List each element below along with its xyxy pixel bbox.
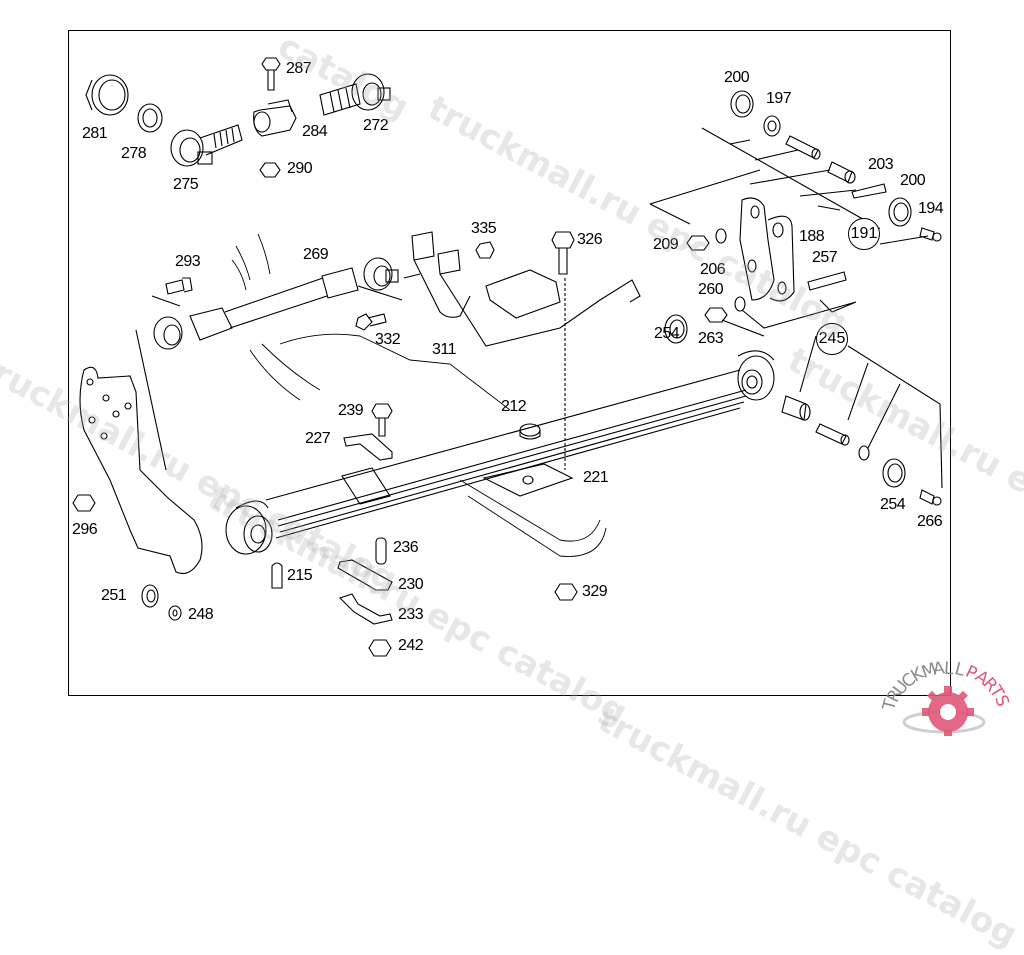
part-pin[interactable] — [785, 135, 821, 160]
part-242-nut[interactable] — [368, 639, 392, 657]
part-label-206[interactable]: 206 — [700, 261, 726, 278]
part-335-nut[interactable] — [475, 241, 495, 259]
part-227-clip[interactable] — [343, 433, 393, 461]
part-spring-bracket[interactable] — [79, 366, 203, 575]
part-263-nut[interactable] — [704, 307, 728, 323]
part-sleeve[interactable] — [827, 161, 856, 184]
part-221-plate[interactable] — [482, 463, 574, 497]
part-label-230[interactable]: 230 — [398, 576, 424, 593]
part-287-bolt[interactable] — [261, 57, 281, 91]
part-260-washer[interactable] — [734, 296, 746, 312]
part-194-fitting[interactable] — [919, 227, 942, 242]
part-329-nut[interactable] — [554, 583, 578, 601]
part-206-washer[interactable] — [715, 228, 727, 244]
group-label-191[interactable]: 191 — [848, 218, 880, 250]
part-326-bolt[interactable] — [551, 231, 575, 275]
part-239-bolt[interactable] — [371, 403, 393, 437]
part-label-266[interactable]: 266 — [917, 513, 943, 530]
part-209-nut[interactable] — [686, 235, 710, 251]
part-236-sleeve[interactable] — [375, 537, 387, 565]
part-label-194[interactable]: 194 — [918, 200, 944, 217]
part-label-197[interactable]: 197 — [766, 90, 792, 107]
part-197-washer[interactable] — [763, 115, 781, 137]
part-278-ring[interactable] — [137, 103, 163, 133]
part-label-200[interactable]: 200 — [724, 69, 750, 86]
group-label-245[interactable]: 245 — [816, 323, 848, 355]
part-label-278[interactable]: 278 — [121, 145, 147, 162]
part-label-221[interactable]: 221 — [583, 469, 609, 486]
part-275-ball-joint[interactable] — [170, 124, 243, 167]
leader-245 — [721, 299, 943, 489]
part-248-washer[interactable] — [168, 605, 182, 621]
part-label-284[interactable]: 284 — [302, 123, 328, 140]
part-label-296[interactable]: 296 — [72, 521, 98, 538]
part-label-251[interactable]: 251 — [101, 587, 127, 604]
part-label-311[interactable]: 311 — [432, 341, 457, 358]
part-245-pin[interactable] — [815, 423, 850, 446]
part-254-seal-left[interactable] — [664, 314, 688, 344]
part-label-254[interactable]: 254 — [654, 325, 680, 342]
part-label-335[interactable]: 335 — [471, 220, 497, 237]
part-230-plate[interactable] — [337, 559, 393, 591]
part-251-washer[interactable] — [141, 584, 159, 608]
part-label-332[interactable]: 332 — [375, 331, 401, 348]
part-245-ring[interactable] — [858, 445, 870, 461]
part-label-227[interactable]: 227 — [305, 430, 331, 447]
part-label-209[interactable]: 209 — [653, 236, 679, 253]
part-label-254[interactable]: 254 — [880, 496, 906, 513]
part-label-281[interactable]: 281 — [82, 125, 108, 142]
part-257-grease-nipple[interactable] — [807, 271, 847, 291]
part-label-293[interactable]: 293 — [175, 253, 201, 270]
part-label-200[interactable]: 200 — [900, 172, 926, 189]
part-293-bolt[interactable] — [165, 277, 193, 295]
part-212-center-bolt-head[interactable] — [519, 423, 541, 440]
diagram-frame — [68, 30, 951, 696]
part-311-bracket[interactable] — [411, 231, 641, 347]
part-label-260[interactable]: 260 — [698, 281, 724, 298]
part-label-257[interactable]: 257 — [812, 249, 838, 266]
part-332-bolt[interactable] — [355, 313, 387, 331]
part-label-212[interactable]: 212 — [501, 398, 527, 415]
part-266-fitting[interactable] — [919, 489, 942, 506]
part-233-clip[interactable] — [338, 593, 393, 625]
part-200-seal-top[interactable] — [730, 90, 754, 118]
part-254-seal-right[interactable] — [882, 458, 906, 488]
part-label-248[interactable]: 248 — [188, 606, 214, 623]
parts-diagram-drawing — [72, 57, 943, 657]
part-label-269[interactable]: 269 — [303, 246, 329, 263]
part-215-pin[interactable] — [271, 562, 283, 589]
part-label-215[interactable]: 215 — [287, 567, 313, 584]
leader-269 — [151, 273, 421, 307]
part-label-275[interactable]: 275 — [173, 176, 199, 193]
part-281-bushing[interactable] — [85, 74, 129, 116]
part-label-272[interactable]: 272 — [363, 117, 389, 134]
part-290-nut[interactable] — [259, 162, 281, 178]
part-188-shackle[interactable] — [739, 197, 795, 302]
part-label-329[interactable]: 329 — [582, 583, 608, 600]
part-272-ball-joint[interactable] — [319, 73, 391, 116]
leader-bracket — [135, 329, 167, 471]
part-leaf-spring[interactable] — [225, 350, 775, 555]
part-label-287[interactable]: 287 — [286, 60, 312, 77]
part-label-188[interactable]: 188 — [799, 228, 825, 245]
part-label-242[interactable]: 242 — [398, 637, 424, 654]
part-269-tie-rod[interactable] — [153, 257, 399, 350]
part-label-290[interactable]: 290 — [287, 160, 313, 177]
part-label-326[interactable]: 326 — [577, 231, 603, 248]
part-label-239[interactable]: 239 — [338, 402, 364, 419]
part-label-263[interactable]: 263 — [698, 330, 724, 347]
part-200-seal-right[interactable] — [888, 197, 912, 227]
part-label-236[interactable]: 236 — [393, 539, 419, 556]
part-label-203[interactable]: 203 — [868, 156, 894, 173]
part-284-clamp[interactable] — [253, 99, 297, 137]
part-label-233[interactable]: 233 — [398, 606, 424, 623]
part-296-nut[interactable] — [72, 494, 96, 512]
part-245-bushing[interactable] — [781, 395, 811, 421]
frame-rail-outline — [231, 233, 607, 557]
part-203-grease-nipple[interactable] — [851, 183, 887, 199]
